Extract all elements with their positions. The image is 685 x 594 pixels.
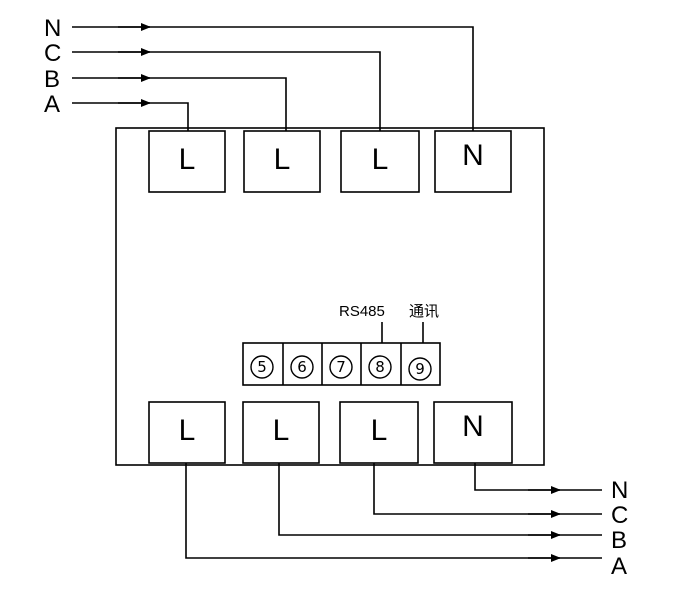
comm-pin-9: 9 <box>415 360 425 378</box>
top-terminal-2-box <box>243 130 321 193</box>
bottom-terminal-4-box <box>433 401 513 464</box>
bottom-terminal-3-label: L <box>371 414 388 447</box>
input-wire-a <box>72 102 189 131</box>
top-terminal-4-box <box>434 130 512 193</box>
top-terminal-1-label: L <box>179 143 196 176</box>
top-terminal-3-box <box>340 130 420 193</box>
input-label-b: B <box>44 66 60 93</box>
comm-pin-7-ring <box>329 355 353 379</box>
rs485-label: RS485 <box>339 303 385 320</box>
output-wire-b <box>278 463 602 536</box>
output-label-n: N <box>611 477 628 504</box>
comm-pin-6-ring <box>290 355 314 379</box>
comm-pin-8: 8 <box>375 358 385 376</box>
output-label-b: B <box>611 527 627 554</box>
input-wire-n <box>72 26 474 131</box>
output-label-a: A <box>611 553 627 580</box>
comm-pin-7: 7 <box>336 358 346 376</box>
input-wire-c <box>72 51 381 131</box>
comm-pin-5: 5 <box>257 358 267 376</box>
comm-pin-5-ring <box>250 355 274 379</box>
bottom-terminal-4-label: N <box>462 410 484 443</box>
top-terminal-4-label: N <box>462 139 484 172</box>
comm-pin-6: 6 <box>297 358 307 376</box>
bottom-terminal-1-box <box>148 401 226 464</box>
bottom-terminal-2-label: L <box>273 414 290 447</box>
top-terminal-3-label: L <box>372 143 389 176</box>
output-wire-n <box>474 463 602 491</box>
output-wire-a <box>185 463 602 559</box>
comm-pin-9-ring <box>408 357 432 381</box>
input-label-n: N <box>44 15 61 42</box>
input-wire-b <box>72 77 287 131</box>
bottom-terminal-1-label: L <box>179 414 196 447</box>
bottom-terminal-2-box <box>242 401 320 464</box>
input-label-a: A <box>44 91 60 118</box>
bottom-terminal-3-box <box>339 401 419 464</box>
output-wire-c <box>373 463 602 515</box>
input-label-c: C <box>44 40 61 67</box>
top-terminal-2-label: L <box>274 143 291 176</box>
output-label-c: C <box>611 502 628 529</box>
comm-pin-8-ring <box>368 355 392 379</box>
comm-label: 通讯 <box>409 303 439 320</box>
top-terminal-1-box <box>148 130 226 193</box>
